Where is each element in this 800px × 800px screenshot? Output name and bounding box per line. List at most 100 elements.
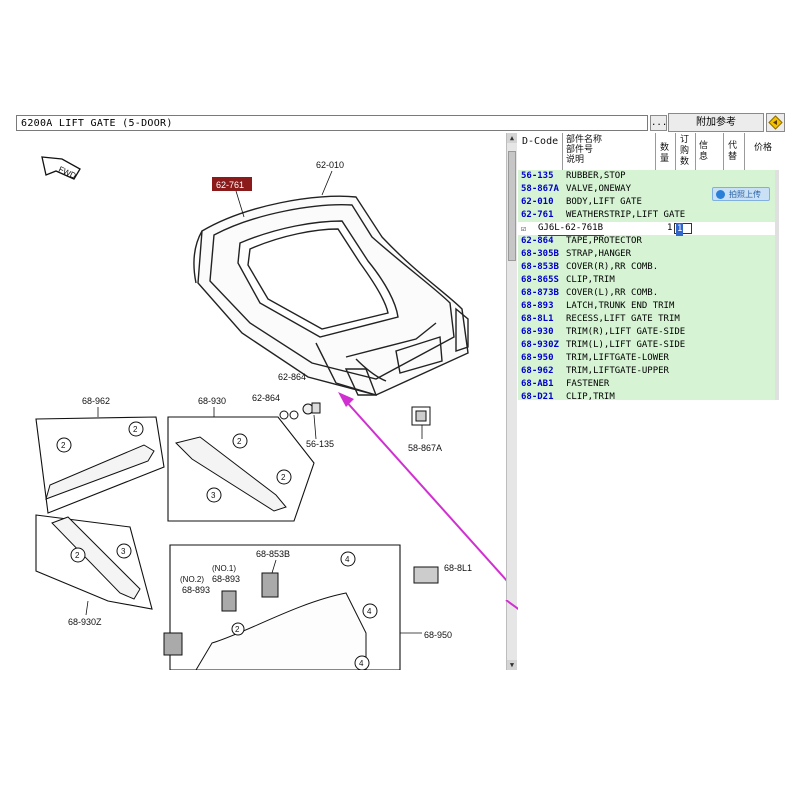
parts-list-scrollbar[interactable] <box>775 170 779 400</box>
table-row[interactable]: 68-930Z TRIM(L),LIFT GATE-SIDE <box>518 339 775 352</box>
parts-diagram: FWD 62-761 62-010 62-864 62-864 56-135 <box>16 133 507 670</box>
callout-4c: 4 <box>359 659 364 668</box>
callout-3a: 3 <box>211 491 216 500</box>
table-row[interactable]: 56-135 RUBBER,STOP <box>518 170 775 183</box>
row-code: 68-853B <box>521 262 559 272</box>
ellipsis-button[interactable]: ... <box>650 115 667 131</box>
ellipsis-label: ... <box>651 118 668 128</box>
row-code: 68-865S <box>521 275 559 285</box>
row-code: 62-010 <box>521 197 554 207</box>
table-row[interactable]: 68-873B COVER(L),RR COMB. <box>518 287 775 300</box>
label-no2: (NO.2) <box>180 575 204 584</box>
toolbar: 6200A LIFT GATE (5-DOOR) ▾ 附加参考 <box>16 113 785 133</box>
row-name: WEATHERSTRIP,LIFT GATE <box>566 210 686 220</box>
header-dcode: D-Code <box>522 136 559 147</box>
table-row[interactable]: 68-305B STRAP,HANGER <box>518 248 775 261</box>
diagram-scrollbar[interactable]: ▲ ▼ <box>506 133 517 670</box>
header-qty-l2: 量 <box>660 154 670 164</box>
label-62-864-a: 62-864 <box>278 372 306 382</box>
row-code: 58-867A <box>521 184 559 194</box>
table-row[interactable]: 68-962 TRIM,LIFTGATE-UPPER <box>518 365 775 378</box>
highlighted-part-tag[interactable] <box>212 177 252 191</box>
table-row[interactable]: 62-761 WEATHERSTRIP,LIFT GATE <box>518 209 775 222</box>
table-row[interactable]: 68-D21 CLIP,TRIM <box>518 391 775 404</box>
header-info-l2: 息 <box>699 152 709 162</box>
scroll-up-icon[interactable]: ▲ <box>507 133 517 143</box>
callout-3b: 3 <box>121 547 126 556</box>
label-62-010: 62-010 <box>316 160 344 170</box>
label-56-135: 56-135 <box>306 439 334 449</box>
callout-4b: 4 <box>367 607 372 616</box>
row-code: 68-893 <box>521 301 554 311</box>
callout-2a: 2 <box>61 441 66 450</box>
group-select-combo[interactable]: 6200A LIFT GATE (5-DOOR) <box>16 115 648 131</box>
row-code: 68-8L1 <box>521 314 554 324</box>
upload-icon <box>716 190 725 199</box>
header-price: 价格 <box>754 143 773 153</box>
fwd-arrow-icon: FWD <box>41 156 81 181</box>
row-code: 62-761 <box>521 210 554 220</box>
header-name-l3: 说明 <box>566 155 585 165</box>
row-name: RUBBER,STOP <box>566 171 626 181</box>
table-row[interactable]: 68-8L1 RECESS,LIFT GATE TRIM <box>518 313 775 326</box>
parts-list-panel: D-Code 部件名称 部件号 说明 数 量 订 购 数 信 息 代 替 价格 … <box>518 133 779 670</box>
row-name: TRIM,LIFTGATE-UPPER <box>566 366 669 376</box>
cover-r-part <box>261 572 279 598</box>
row-code: 68-AB1 <box>521 379 554 389</box>
parts-table-header: D-Code 部件名称 部件号 说明 数 量 订 购 数 信 息 代 替 价格 <box>518 133 779 171</box>
row-name: STRAP,HANGER <box>566 249 632 259</box>
table-row[interactable]: 68-950 TRIM,LIFTGATE-LOWER <box>518 352 775 365</box>
label-68-893-b: 68-893 <box>182 585 210 595</box>
checkmark-icon[interactable]: ☑ <box>521 224 526 233</box>
additional-reference-button[interactable]: 附加参考 <box>668 113 764 132</box>
diamond-arrow-icon <box>768 115 783 130</box>
row-code: 68-930 <box>521 327 554 337</box>
header-name-l1: 部件名称 <box>566 135 603 145</box>
row-code: 68-873B <box>521 288 559 298</box>
row-name: COVER(R),RR COMB. <box>566 262 659 272</box>
label-68-853b: 68-853B <box>256 549 290 559</box>
header-order-l1: 订 <box>680 135 690 145</box>
scroll-down-icon[interactable]: ▼ <box>507 660 517 670</box>
table-row[interactable]: 68-930 TRIM(R),LIFT GATE-SIDE <box>518 326 775 339</box>
lift-gate-body <box>193 195 469 396</box>
tag-62-761: 62-761 <box>216 180 244 190</box>
label-68-962: 68-962 <box>82 396 110 406</box>
table-row[interactable]: 62-864 TAPE,PROTECTOR <box>518 235 775 248</box>
callout-2c: 2 <box>237 437 242 446</box>
table-row[interactable]: 62-010 BODY,LIFT GATE <box>518 196 775 209</box>
row-code: 68-305B <box>521 249 559 259</box>
scroll-thumb[interactable] <box>508 151 516 261</box>
photo-upload-button[interactable]: 拍照上传 <box>712 187 770 201</box>
row-code: 56-135 <box>521 171 554 181</box>
header-sub-l1: 代 <box>728 141 738 151</box>
header-name-l2: 部件号 <box>566 145 594 155</box>
table-row[interactable]: 68-853B COVER(R),RR COMB. <box>518 261 775 274</box>
label-68-8l1: 68-8L1 <box>444 563 472 573</box>
table-row[interactable]: 58-867A VALVE,ONEWAY <box>518 183 775 196</box>
table-row[interactable]: 68-AB1 FASTENER <box>518 378 775 391</box>
header-sub-l2: 替 <box>728 152 738 162</box>
label-68-893-a: 68-893 <box>212 574 240 584</box>
group-select-value: 6200A LIFT GATE (5-DOOR) <box>21 118 173 129</box>
row-name: TRIM,LIFTGATE-LOWER <box>566 353 669 363</box>
table-row[interactable]: 68-865S CLIP,TRIM <box>518 274 775 287</box>
parts-list-empty-area <box>518 400 779 670</box>
row-name: BODY,LIFT GATE <box>566 197 642 207</box>
additional-reference-label: 附加参考 <box>696 117 736 128</box>
order-qty-input[interactable]: 1 <box>674 223 692 236</box>
row-name: CLIP,TRIM <box>566 392 615 402</box>
header-order-l3: 数 <box>680 157 690 167</box>
row-name: TAPE,PROTECTOR <box>566 236 642 246</box>
label-68-950: 68-950 <box>424 630 452 640</box>
row-name: COVER(L),RR COMB. <box>566 288 659 298</box>
label-58-867a: 58-867A <box>408 443 442 453</box>
row-code: 68-D21 <box>521 392 554 402</box>
label-68-930: 68-930 <box>198 396 226 406</box>
navigate-button[interactable] <box>766 113 785 132</box>
row-name: LATCH,TRUNK END TRIM <box>566 301 675 311</box>
part-number: GJ6L-62-761B <box>538 222 604 236</box>
part-detail-row[interactable]: ☑ GJ6L-62-761B 1 1 <box>518 222 775 236</box>
label-no1: (NO.1) <box>212 564 236 573</box>
table-row[interactable]: 68-893 LATCH,TRUNK END TRIM <box>518 300 775 313</box>
